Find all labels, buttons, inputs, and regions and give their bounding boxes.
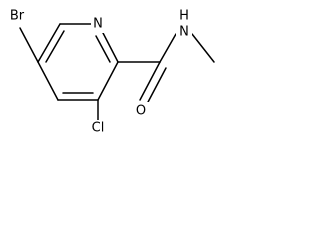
bond-n-methyl	[191, 33, 215, 63]
bond-n1-c2-double	[95, 35, 111, 63]
bond-c5-c6-double	[45, 30, 65, 63]
bond-n1-c2	[101, 30, 119, 63]
chemical-structure-diagram: Br N H N Cl O	[6, 6, 215, 136]
bond-carbonyl-o	[139, 61, 161, 101]
substituent-bonds	[19, 27, 215, 123]
atom-n-amide-label: N	[179, 25, 189, 40]
bond-c5-br	[19, 27, 39, 63]
atom-labels: Br N H N Cl O	[6, 6, 192, 136]
bond-c5-c6	[37, 23, 61, 63]
atom-o-label: O	[136, 104, 146, 119]
atom-h-amide-label: H	[179, 9, 189, 24]
bond-carbonyl-n	[159, 33, 177, 63]
bond-c2-c3	[97, 61, 119, 101]
atom-n-ring-label: N	[93, 17, 103, 32]
atom-br-label: Br	[10, 9, 25, 24]
bond-c4-c5	[37, 61, 59, 101]
atom-cl-label: Cl	[92, 121, 105, 136]
bond-carbonyl-o-double	[146, 67, 167, 105]
pyridine-ring	[37, 23, 119, 101]
